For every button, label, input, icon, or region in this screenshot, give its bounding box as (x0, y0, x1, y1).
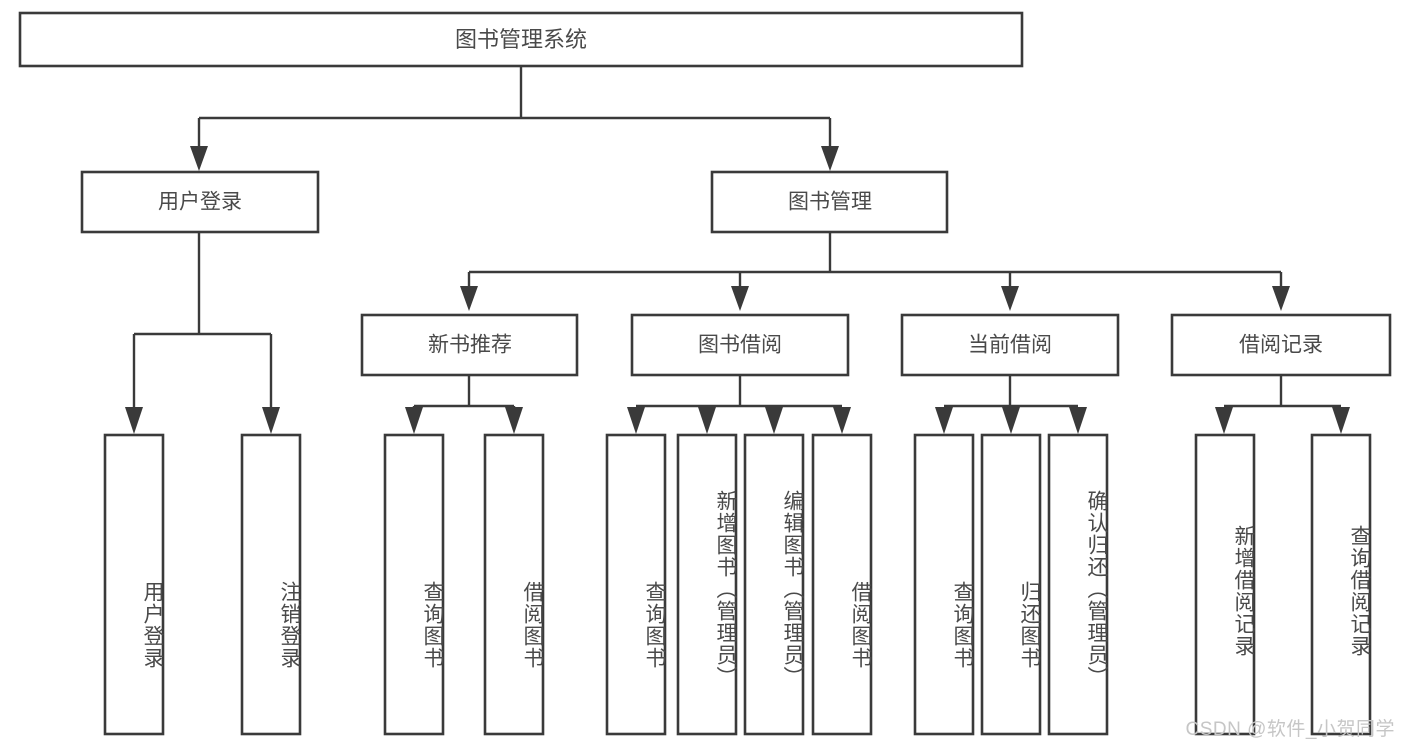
leaf-box-borrow-book-1[interactable] (483, 433, 545, 736)
arrow-leaf-borrow-book-1 (505, 407, 523, 434)
arrow-leaf-add-borrow-record (1215, 407, 1233, 434)
leaf-box-query-book-1[interactable] (383, 433, 445, 736)
node-user-login-label: 用户登录 (158, 191, 242, 214)
node-new-book-recommend-label: 新书推荐 (428, 334, 512, 357)
leaf-box-query-book-2[interactable] (605, 433, 667, 736)
arrow-user-login (190, 146, 208, 171)
arrow-leaf-add-book-admin (698, 407, 716, 434)
node-book-management-label: 图书管理 (788, 191, 872, 214)
arrow-leaf-user-login (125, 407, 143, 434)
arrow-book-management (821, 146, 839, 171)
arrow-leaf-confirm-return-admin (1069, 407, 1087, 434)
leaf-box-add-borrow-record[interactable] (1194, 433, 1256, 736)
arrow-leaf-query-book-3 (935, 407, 953, 434)
leaf-box-query-borrow-record[interactable] (1310, 433, 1372, 736)
arrow-book-borrow (731, 286, 749, 311)
arrow-leaf-edit-book-admin (765, 407, 783, 434)
leaf-box-group (103, 433, 1372, 736)
arrow-borrow-record (1272, 286, 1290, 311)
leaf-box-query-book-3[interactable] (913, 433, 975, 736)
csdn-watermark: CSDN @软件_小贺同学 (1185, 719, 1395, 740)
arrow-leaf-logout-login (262, 407, 280, 434)
node-current-borrow-label: 当前借阅 (968, 334, 1052, 357)
connector-group (125, 66, 1350, 434)
node-borrow-record-label: 借阅记录 (1239, 334, 1323, 357)
node-root-label: 图书管理系统 (455, 27, 587, 52)
node-root[interactable]: 图书管理系统 (18, 11, 1024, 68)
leaf-box-edit-book-admin[interactable] (743, 433, 805, 736)
node-new-book-recommend[interactable]: 新书推荐 (360, 313, 579, 377)
arrow-new-book-recommend (460, 286, 478, 311)
leaf-box-borrow-book-2[interactable] (811, 433, 873, 736)
leaf-box-return-book[interactable] (980, 433, 1042, 736)
node-borrow-record[interactable]: 借阅记录 (1170, 313, 1392, 377)
node-current-borrow[interactable]: 当前借阅 (900, 313, 1120, 377)
arrow-leaf-query-book-1 (405, 407, 423, 434)
arrow-current-borrow (1001, 286, 1019, 311)
arrow-leaf-query-borrow-record (1332, 407, 1350, 434)
node-book-borrow-label: 图书借阅 (698, 334, 782, 357)
leaf-box-confirm-return-admin[interactable] (1047, 433, 1109, 736)
leaf-box-user-login[interactable] (103, 433, 165, 736)
node-book-management[interactable]: 图书管理 (710, 170, 949, 234)
node-user-login[interactable]: 用户登录 (80, 170, 320, 234)
arrow-leaf-borrow-book-2 (833, 407, 851, 434)
arrow-leaf-return-book (1002, 407, 1020, 434)
leaf-box-logout-login[interactable] (240, 433, 302, 736)
leaf-box-add-book-admin[interactable] (676, 433, 738, 736)
arrow-leaf-query-book-2 (627, 407, 645, 434)
node-book-borrow[interactable]: 图书借阅 (630, 313, 850, 377)
